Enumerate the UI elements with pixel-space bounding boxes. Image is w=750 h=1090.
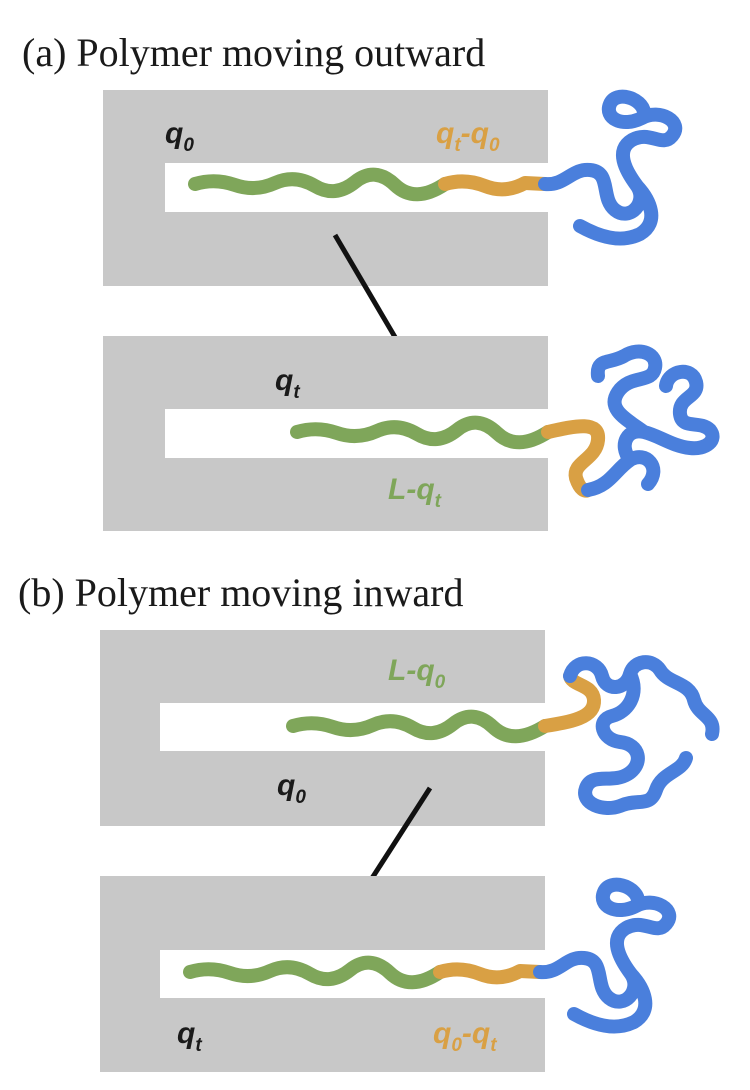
label-b-top-L-q0: L-q0 [388,654,446,693]
panel-b-top-pore [100,630,545,826]
panel-b-bottom-orange-chain [433,962,547,985]
panel-a-bottom-green-chain [290,415,555,450]
label-a-bottom-qt: qt [275,364,300,403]
panel-a-bottom-pore [103,336,548,531]
label-a-top-q0: q0 [165,117,194,156]
panel-b-top-green-chain [286,709,552,744]
label-a-top-qt-q0: qt-q0 [436,117,500,156]
panel-a-top-blue-coil [538,89,683,246]
label-a-bottom-L-qt: L-qt [388,473,442,512]
panel-b-top-orange-chain [538,669,601,733]
panel-a-top-orange-chain [438,174,552,197]
label-b-bottom-q0-qt: q0-qt [433,1017,497,1056]
panel-b-heading: (b) Polymer moving inward [18,570,464,615]
panel-a-top-green-chain [188,167,452,202]
panel-a-bottom-blue-coil [581,344,720,497]
panel-a-heading: (a) Polymer moving outward [22,30,485,75]
panel-b-bottom-blue-coil [533,877,677,1034]
panel-b-bottom-green-chain [183,955,447,990]
panel-b-top-blue-coil [563,655,720,815]
label-b-top-q0: q0 [277,769,306,808]
panel-a-bottom-orange-chain [541,419,605,498]
label-b-bottom-qt: qt [177,1017,202,1056]
